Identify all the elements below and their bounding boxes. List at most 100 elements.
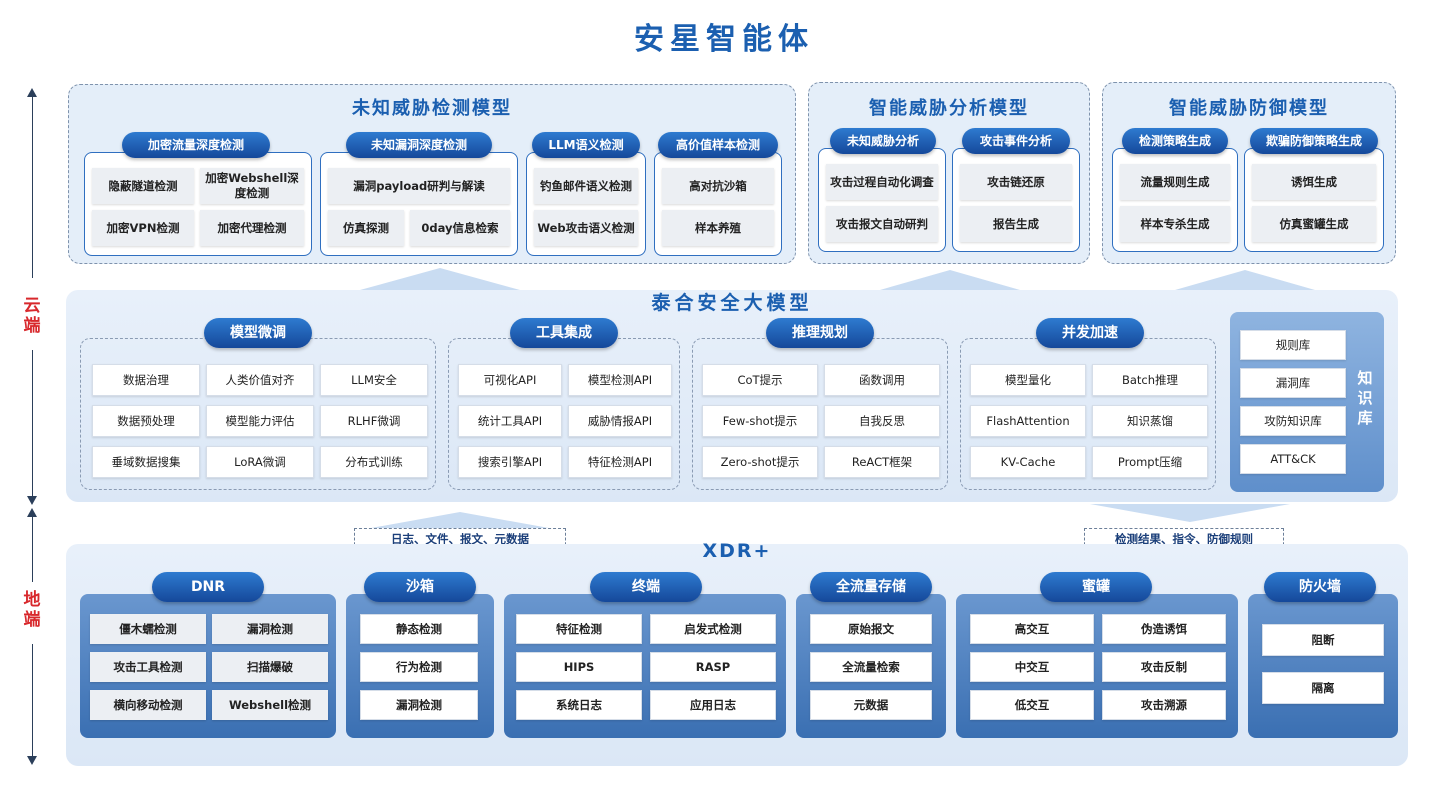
group-label: 未知漏洞深度检测 <box>346 132 492 158</box>
item-cell: 分布式训练 <box>320 446 428 478</box>
item-cell: HIPS <box>516 652 642 682</box>
item-cell: RLHF微调 <box>320 405 428 437</box>
item-cell: 攻击链还原 <box>960 164 1072 200</box>
item-cell: 知识蒸馏 <box>1092 405 1208 437</box>
item-cell: KV-Cache <box>970 446 1086 478</box>
kb-item: 攻防知识库 <box>1240 406 1346 436</box>
item-cell: 攻击反制 <box>1102 652 1226 682</box>
connector-up <box>360 512 560 530</box>
item-cell: 启发式检测 <box>650 614 776 644</box>
item-cell: 隐蔽隧道检测 <box>92 168 194 204</box>
item-cell: 0day信息检索 <box>410 210 510 246</box>
item-cell: 伪造诱饵 <box>1102 614 1226 644</box>
connector <box>1175 270 1315 290</box>
item-cell: 全流量检索 <box>810 652 932 682</box>
group-label: 模型微调 <box>204 318 312 348</box>
item-cell: 系统日志 <box>516 690 642 720</box>
item-cell: 人类价值对齐 <box>206 364 314 396</box>
item-cell: 漏洞检测 <box>212 614 328 644</box>
kb-item: ATT&CK <box>1240 444 1346 474</box>
item-cell: 漏洞检测 <box>360 690 478 720</box>
item-cell: 可视化API <box>458 364 562 396</box>
item-cell: 僵木蠕检测 <box>90 614 206 644</box>
axis-line <box>32 350 33 498</box>
axis-line <box>32 644 33 756</box>
item-cell: 样本专杀生成 <box>1120 206 1230 242</box>
item-cell: 攻击过程自动化调查 <box>826 164 938 200</box>
item-cell: 元数据 <box>810 690 932 720</box>
item-cell: 扫描爆破 <box>212 652 328 682</box>
item-cell: 特征检测API <box>568 446 672 478</box>
item-cell: LLM安全 <box>320 364 428 396</box>
item-cell: RASP <box>650 652 776 682</box>
item-cell: 静态检测 <box>360 614 478 644</box>
group-label: 高价值样本检测 <box>658 132 778 158</box>
group-label: 蜜罐 <box>1040 572 1152 602</box>
large-model-title: 泰合安全大模型 <box>651 292 813 314</box>
group-label: 欺骗防御策略生成 <box>1250 128 1378 154</box>
kb-title: 知识库 <box>1357 369 1373 427</box>
axis-line <box>32 516 33 582</box>
item-cell: 特征检测 <box>516 614 642 644</box>
item-cell: Prompt压缩 <box>1092 446 1208 478</box>
item-cell: 仿真探测 <box>328 210 404 246</box>
arrow-down-icon <box>27 756 37 765</box>
item-cell: 应用日志 <box>650 690 776 720</box>
item-cell: Webshell检测 <box>212 690 328 720</box>
item-cell: 数据预处理 <box>92 405 200 437</box>
item-cell: 样本养殖 <box>662 210 774 246</box>
item-cell: 高对抗沙箱 <box>662 168 774 204</box>
defense-title: 智能威胁防御模型 <box>1169 98 1329 119</box>
item-cell: 钓鱼邮件语义检测 <box>534 168 638 204</box>
item-cell: 垂域数据搜集 <box>92 446 200 478</box>
group-label: LLM语义检测 <box>532 132 640 158</box>
item-cell: 流量规则生成 <box>1120 164 1230 200</box>
group-label: 未知威胁分析 <box>830 128 936 154</box>
arrow-up-icon <box>27 88 37 97</box>
item-cell: 横向移动检测 <box>90 690 206 720</box>
item-cell: 阻断 <box>1262 624 1384 656</box>
item-cell: Web攻击语义检测 <box>534 210 638 246</box>
group-label: 沙箱 <box>364 572 476 602</box>
item-cell: 数据治理 <box>92 364 200 396</box>
item-cell: FlashAttention <box>970 405 1086 437</box>
item-cell: 诱饵生成 <box>1252 164 1376 200</box>
item-cell: 攻击报文自动研判 <box>826 206 938 242</box>
item-cell: 模型检测API <box>568 364 672 396</box>
item-cell: 仿真蜜罐生成 <box>1252 206 1376 242</box>
group-label: 攻击事件分析 <box>962 128 1070 154</box>
item-cell: 报告生成 <box>960 206 1072 242</box>
item-cell: Zero-shot提示 <box>702 446 818 478</box>
side-label-cloud: 云端 <box>23 296 41 336</box>
connector-down <box>1090 504 1290 522</box>
item-cell: Few-shot提示 <box>702 405 818 437</box>
item-cell: 自我反思 <box>824 405 940 437</box>
group-label: 防火墙 <box>1264 572 1376 602</box>
item-cell: 加密代理检测 <box>200 210 304 246</box>
group-label: 工具集成 <box>510 318 618 348</box>
group-label: 并发加速 <box>1036 318 1144 348</box>
connector <box>360 268 520 290</box>
item-cell: Batch推理 <box>1092 364 1208 396</box>
page-title: 安星智能体 <box>634 22 814 57</box>
group-label: 加密流量深度检测 <box>122 132 270 158</box>
arrow-up-icon <box>27 508 37 517</box>
item-cell: 搜索引擎API <box>458 446 562 478</box>
group-label: 全流量存储 <box>810 572 932 602</box>
xdr-title: XDR+ <box>702 540 772 562</box>
item-cell: 加密VPN检测 <box>92 210 194 246</box>
item-cell: CoT提示 <box>702 364 818 396</box>
item-cell: 模型能力评估 <box>206 405 314 437</box>
item-cell: 中交互 <box>970 652 1094 682</box>
group-label: DNR <box>152 572 264 602</box>
item-cell: 加密Webshell深度检测 <box>200 168 304 204</box>
item-cell: 高交互 <box>970 614 1094 644</box>
item-cell: 攻击工具检测 <box>90 652 206 682</box>
kb-item: 规则库 <box>1240 330 1346 360</box>
item-cell: 威胁情报API <box>568 405 672 437</box>
arrow-down-icon <box>27 496 37 505</box>
item-cell: 函数调用 <box>824 364 940 396</box>
item-cell: ReACT框架 <box>824 446 940 478</box>
item-cell: 统计工具API <box>458 405 562 437</box>
kb-item: 漏洞库 <box>1240 368 1346 398</box>
